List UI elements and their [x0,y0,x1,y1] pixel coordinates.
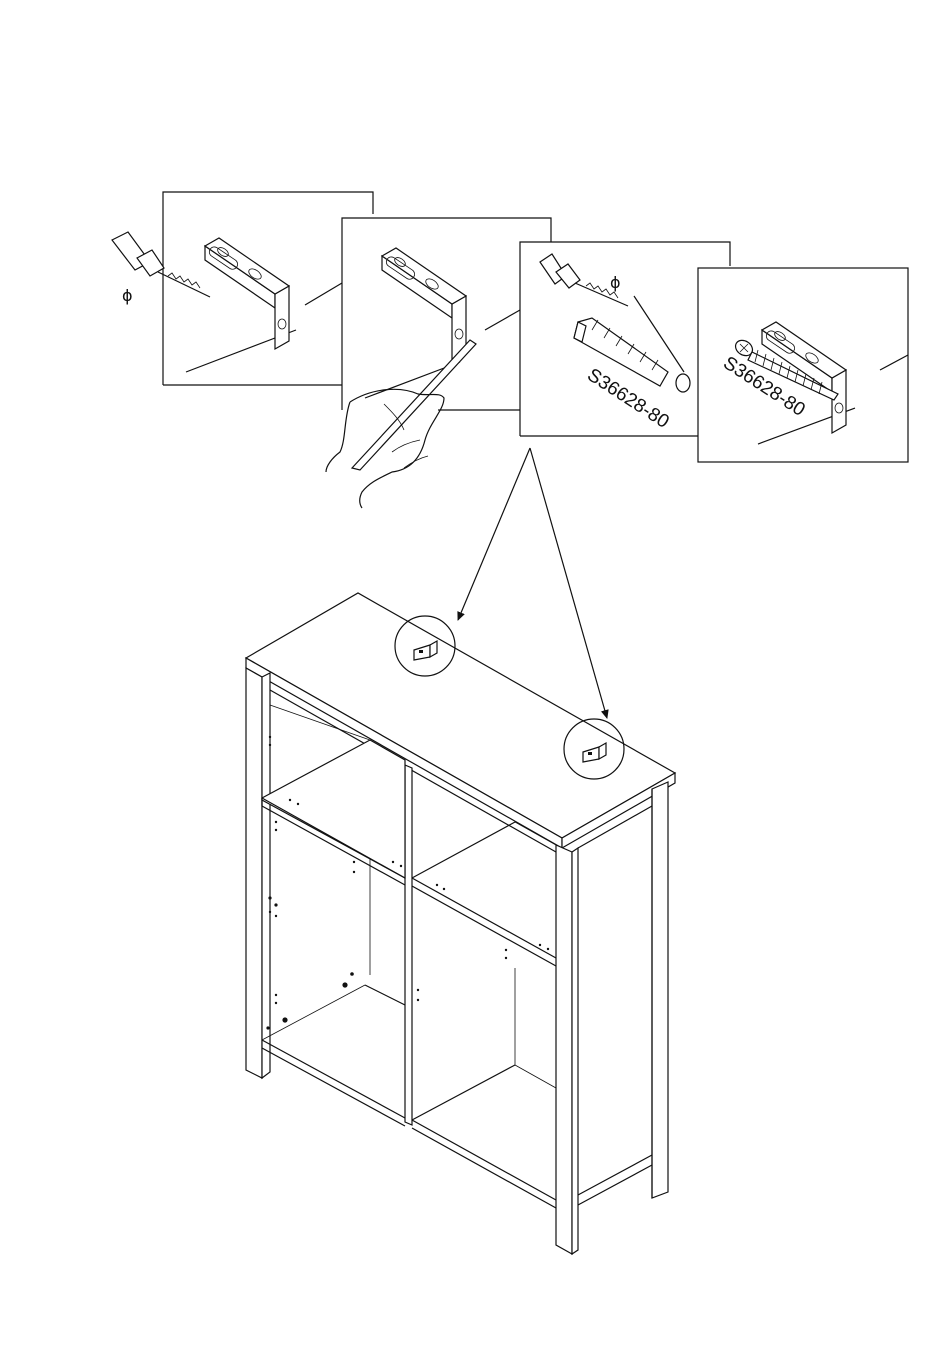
drill-diameter-symbol: ϕ [122,286,133,305]
middle-divider [405,765,412,1125]
cabinet-assembly [246,593,675,1254]
drill-diameter-symbol: ϕ [610,273,621,292]
pencil-icon [326,340,476,508]
right-rear-leg [652,782,668,1198]
angle-bracket-icon [382,248,466,359]
arrow-to-left-bracket [458,448,530,620]
step-drill-panel: ϕ [112,192,373,385]
arrow-to-right-bracket [530,448,607,718]
step-screw-panel: S36628-80 [698,268,908,462]
right-front-leg [556,845,572,1254]
angle-bracket-icon [205,238,289,349]
left-front-leg [246,668,262,1078]
drill-hole [676,374,690,392]
step-mark-panel [326,218,551,508]
